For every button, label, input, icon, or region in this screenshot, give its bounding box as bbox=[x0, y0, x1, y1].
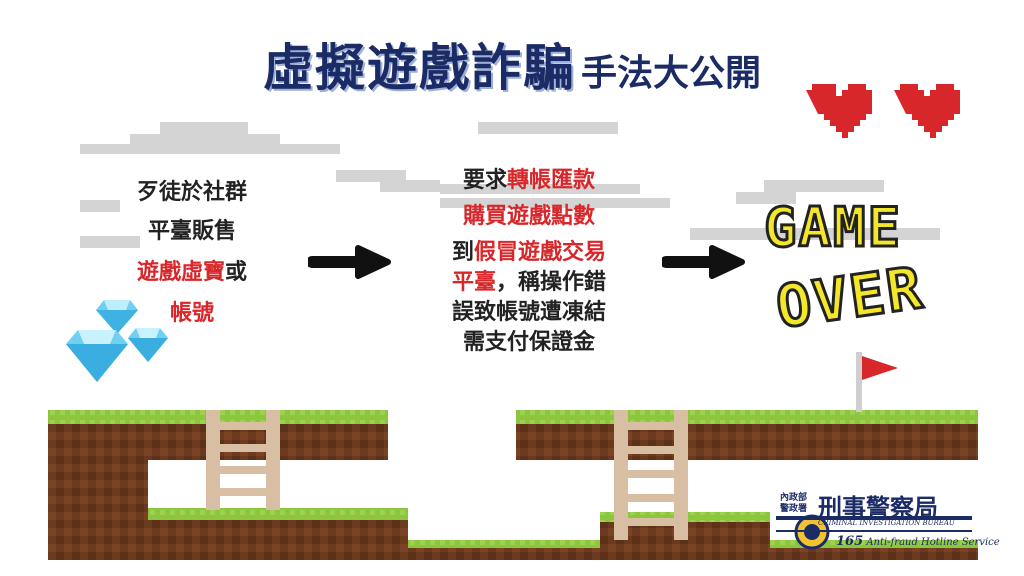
diamond-icon bbox=[128, 328, 168, 362]
step2-line3: 到假冒遊戲交易 bbox=[404, 238, 654, 268]
step1-line3: 遊戲虛寶或 bbox=[92, 256, 292, 289]
step2-l3-red: 假冒遊戲交易 bbox=[474, 240, 607, 265]
logo-org-small-2: 警政署 bbox=[780, 504, 808, 514]
logo-stripe-2 bbox=[776, 530, 972, 532]
step2-text: 要求轉帳匯款 購買遊戲點數 到假冒遊戲交易 平臺，稱操作錯 誤致帳號遭凍結 需支… bbox=[404, 166, 654, 358]
title-main: 虛擬遊戲詐騙 bbox=[262, 39, 575, 97]
step2-line1: 要求轉帳匯款 bbox=[404, 166, 654, 196]
logo-org-en: CRIMINAL INVESTIGATION BUREAU bbox=[818, 519, 955, 527]
flag-icon bbox=[856, 352, 898, 412]
step1-line4: 帳號 bbox=[169, 301, 214, 326]
page-title: 虛擬遊戲詐騙手法大公開 bbox=[0, 28, 1024, 100]
logo-stripe bbox=[776, 516, 972, 520]
step2-l1-red: 轉帳匯款 bbox=[507, 168, 596, 193]
badge-icon bbox=[794, 514, 830, 550]
title-sub: 手法大公開 bbox=[580, 53, 761, 94]
logo-org-small-1: 內政部 bbox=[780, 493, 808, 503]
step1-line3-red: 遊戲虛寶 bbox=[136, 260, 225, 285]
logo-hotline-num: 165 bbox=[836, 534, 864, 549]
step2-line6: 需支付保證金 bbox=[462, 330, 595, 355]
logo-hotline-text: Anti-fraud Hotline Service bbox=[866, 537, 1000, 548]
logo-hotline: 165 Anti-fraud Hotline Service bbox=[836, 534, 1000, 549]
heart-icon bbox=[894, 84, 960, 138]
step2-line4: 平臺，稱操作錯 bbox=[404, 268, 654, 298]
step1-line1: 歹徒於社群 bbox=[136, 180, 247, 205]
arrow-right-icon bbox=[308, 245, 391, 279]
diamond-icon bbox=[96, 300, 138, 334]
ladder-icon bbox=[206, 410, 280, 510]
step1-text: 歹徒於社群 平臺販售 遊戲虛寶或 帳號 bbox=[92, 176, 292, 330]
heart-icon bbox=[806, 84, 872, 138]
step1-line2: 平臺販售 bbox=[147, 219, 236, 244]
step2-l1-a: 要求 bbox=[462, 168, 507, 193]
step2-line2: 購買遊戲點數 bbox=[462, 204, 595, 229]
step2-l4-b: ，稱操作錯 bbox=[496, 270, 607, 295]
ladder-icon bbox=[614, 410, 688, 540]
step2-line5: 誤致帳號遭凍結 bbox=[451, 300, 606, 325]
step2-l3-a: 到 bbox=[451, 240, 474, 265]
arrow-right-icon bbox=[662, 245, 745, 279]
game-over-line1: GAME bbox=[762, 195, 903, 261]
diamond-icon bbox=[66, 330, 128, 382]
step2-l4-red: 平臺 bbox=[451, 270, 496, 295]
step1-line3-black: 或 bbox=[225, 260, 248, 285]
